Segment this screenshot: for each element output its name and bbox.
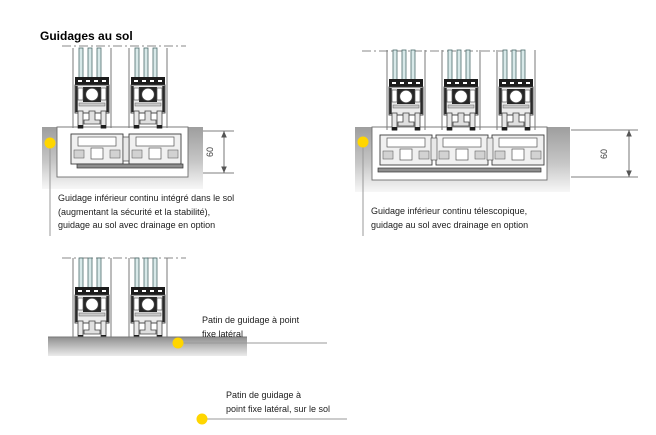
track-base-plate bbox=[377, 167, 542, 173]
dimension-label: 60 bbox=[599, 149, 609, 159]
figure-integrated-guide-drawing: 60 bbox=[42, 45, 234, 236]
floor-surface bbox=[48, 337, 247, 356]
caption-lateral-pad: Patin de guidage à point fixe latéral bbox=[202, 314, 299, 341]
caption-line: guidage au sol avec drainage en option bbox=[58, 220, 216, 230]
dimension-60: 60 bbox=[203, 130, 234, 174]
page-title: Guidages au sol bbox=[40, 29, 133, 43]
caption-line: Guidage inférieur continu intégré dans l… bbox=[58, 193, 235, 203]
caption-line: point fixe latéral, sur le sol bbox=[226, 403, 331, 414]
figure-telescopic-guide-drawing: 60 bbox=[355, 49, 638, 236]
dimension-60: 60 bbox=[571, 129, 638, 178]
marker-dot-yellow bbox=[357, 136, 369, 148]
marker-dot-yellow bbox=[172, 337, 184, 349]
marker-dot-yellow bbox=[44, 137, 56, 149]
caption-line: fixe latéral bbox=[202, 328, 244, 339]
dimension-label: 60 bbox=[205, 147, 215, 157]
track-base-plate bbox=[76, 163, 184, 169]
caption-line: Guidage inférieur continu télescopique, bbox=[371, 206, 528, 216]
caption-line: Patin de guidage à bbox=[226, 390, 302, 400]
marker-dot-yellow bbox=[196, 413, 208, 425]
caption-telescopic-guide: Guidage inférieur continu télescopique, … bbox=[371, 205, 528, 232]
figure-lateral-pad-drawing bbox=[48, 257, 327, 356]
caption-integrated-guide: Guidage inférieur continu intégré dans l… bbox=[58, 192, 234, 233]
caption-line: guidage au sol avec drainage en option bbox=[371, 219, 529, 230]
caption-pad-on-floor: Patin de guidage à point fixe latéral, s… bbox=[226, 389, 330, 416]
caption-line: (augmentant la sécurité et la stabilité)… bbox=[58, 206, 211, 217]
figure-pad-on-floor-marker bbox=[196, 413, 347, 425]
caption-line: Patin de guidage à point bbox=[202, 315, 300, 325]
